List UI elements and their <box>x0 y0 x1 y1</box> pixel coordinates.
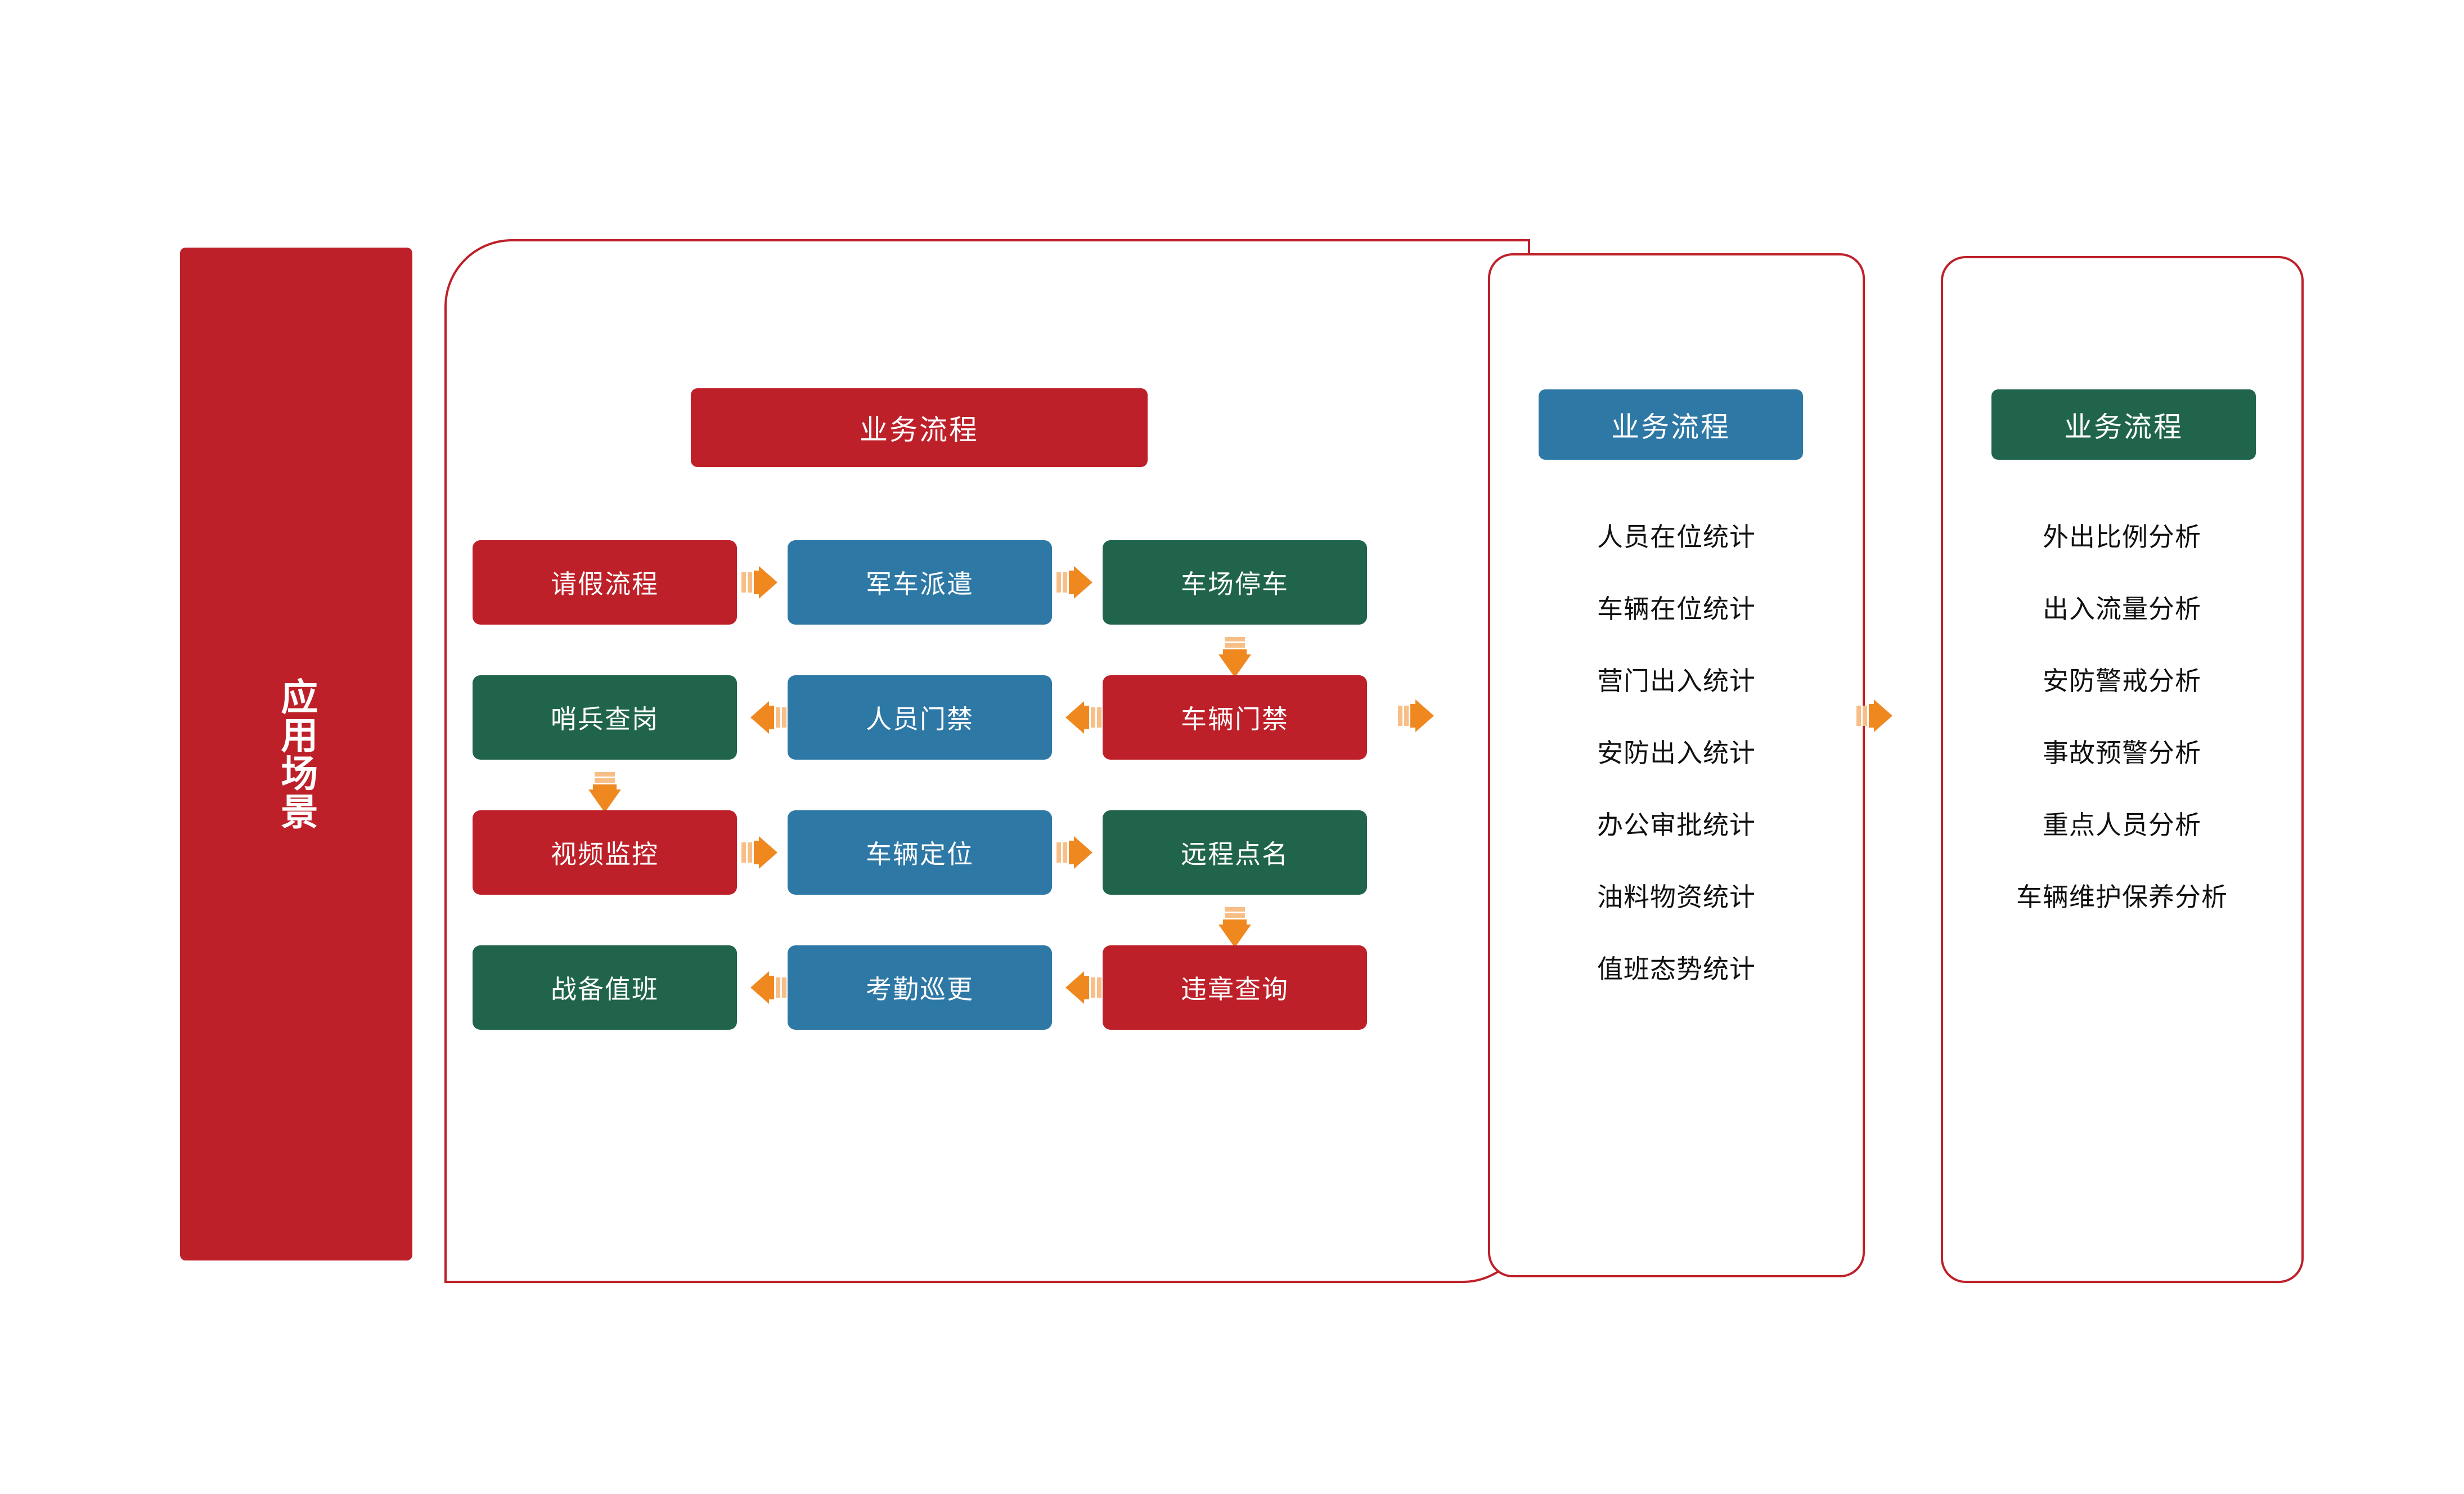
flow-node-label: 人员门禁 <box>866 705 974 734</box>
list-item[interactable]: 安防出入统计 <box>1597 738 1756 768</box>
arrow-right-icon <box>1398 695 1443 737</box>
list-item[interactable]: 重点人员分析 <box>2043 810 2201 840</box>
flow-node-checang[interactable]: 车场停车 <box>1103 540 1367 625</box>
process-flow-grid: 请假流程 军车派遣 车场停车 <box>473 540 1367 1035</box>
application-scenario-banner: 应用场景 <box>180 248 412 1260</box>
analysis-panel-header: 业务流程 <box>1991 389 2256 460</box>
flow-row-4: 战备值班 考勤巡更 违章查询 <box>473 945 1367 1030</box>
flow-node-label: 违章查询 <box>1181 975 1289 1004</box>
flow-row-1: 请假流程 军车派遣 车场停车 <box>473 540 1367 625</box>
flow-node-label: 车辆定位 <box>866 840 974 869</box>
flow-node-junche[interactable]: 军车派遣 <box>788 540 1052 625</box>
flow-row-2: 哨兵查岗 人员门禁 车辆门禁 <box>473 675 1367 760</box>
flow-node-label: 视频监控 <box>551 840 659 869</box>
arrow-right-icon <box>741 832 786 873</box>
arrow-right-icon <box>1056 562 1101 603</box>
list-item[interactable]: 营门出入统计 <box>1597 666 1756 696</box>
flow-node-label: 哨兵查岗 <box>551 705 659 734</box>
flow-node-label: 军车派遣 <box>866 569 974 599</box>
flow-node-label: 远程点名 <box>1181 840 1289 869</box>
flow-node-qingjia[interactable]: 请假流程 <box>473 540 737 625</box>
list-item[interactable]: 外出比例分析 <box>2043 522 2201 551</box>
arrow-right-icon <box>1056 832 1101 873</box>
list-item[interactable]: 人员在位统计 <box>1597 522 1756 551</box>
arrow-left-icon <box>741 967 786 1008</box>
list-item[interactable]: 出入流量分析 <box>2043 594 2201 623</box>
flow-node-label: 请假流程 <box>551 569 659 599</box>
arrow-down-icon <box>1214 907 1256 955</box>
arrow-right-icon <box>741 562 786 603</box>
flow-node-renyuan-menjin[interactable]: 人员门禁 <box>788 675 1052 760</box>
flow-node-shaobing[interactable]: 哨兵查岗 <box>473 675 737 760</box>
arrow-down-icon <box>1214 637 1256 685</box>
list-item[interactable]: 安防警戒分析 <box>2043 666 2201 696</box>
list-item[interactable]: 办公审批统计 <box>1597 810 1756 840</box>
main-panel-header: 业务流程 <box>691 388 1148 467</box>
statistics-list: 人员在位统计 车辆在位统计 营门出入统计 安防出入统计 办公审批统计 油料物资统… <box>1496 501 1856 1005</box>
list-item[interactable]: 车辆在位统计 <box>1597 594 1756 623</box>
arrow-left-icon <box>1056 967 1101 1008</box>
flow-node-label: 考勤巡更 <box>866 975 974 1004</box>
analysis-list: 外出比例分析 出入流量分析 安防警戒分析 事故预警分析 重点人员分析 车辆维护保… <box>1948 501 2296 933</box>
flow-node-shipin-jiankong[interactable]: 视频监控 <box>473 810 737 895</box>
arrow-left-icon <box>1056 697 1101 738</box>
application-scenario-label: 应用场景 <box>276 678 318 831</box>
flow-node-label: 战备值班 <box>551 975 659 1004</box>
statistics-panel-header: 业务流程 <box>1539 389 1803 460</box>
flow-node-weizhang-chaxun[interactable]: 违章查询 <box>1103 945 1367 1030</box>
arrow-right-icon <box>1856 695 1901 737</box>
flow-node-label: 车辆门禁 <box>1181 705 1289 734</box>
flow-node-zhanbei-zhiban[interactable]: 战备值班 <box>473 945 737 1030</box>
flow-row-3: 视频监控 车辆定位 远程点名 <box>473 810 1367 895</box>
flow-node-yuancheng-dianming[interactable]: 远程点名 <box>1103 810 1367 895</box>
arrow-down-icon <box>584 772 626 820</box>
flow-node-cheliang-dingwei[interactable]: 车辆定位 <box>788 810 1052 895</box>
list-item[interactable]: 车辆维护保养分析 <box>2016 882 2228 912</box>
list-item[interactable]: 油料物资统计 <box>1597 882 1756 912</box>
list-item[interactable]: 事故预警分析 <box>2043 738 2201 768</box>
flow-node-kaoqin-xungeng[interactable]: 考勤巡更 <box>788 945 1052 1030</box>
list-item[interactable]: 值班态势统计 <box>1597 954 1756 984</box>
arrow-left-icon <box>741 697 786 738</box>
flow-node-cheliang-menjin[interactable]: 车辆门禁 <box>1103 675 1367 760</box>
flow-node-label: 车场停车 <box>1181 569 1289 599</box>
